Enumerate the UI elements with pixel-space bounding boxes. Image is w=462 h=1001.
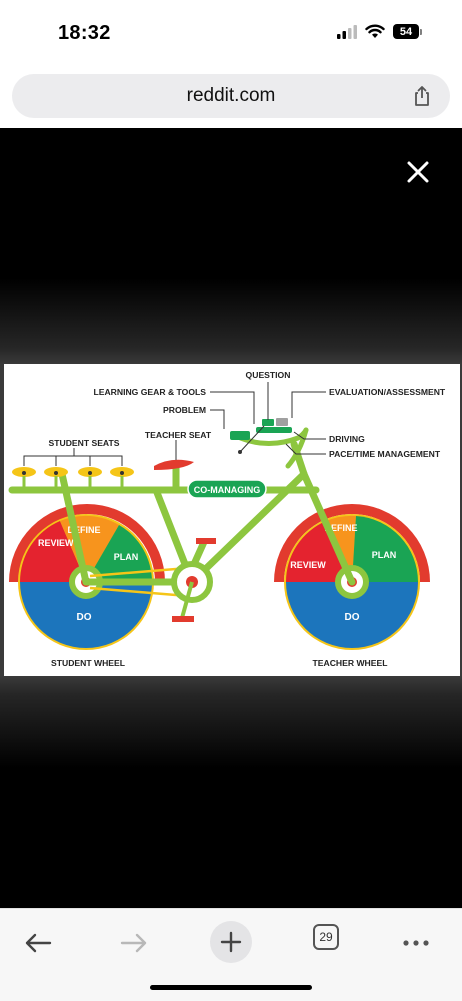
teacher-wheel-label: TEACHER WHEEL (313, 658, 388, 668)
bicycle-diagram: DEFINE REVIEW PLAN DO DEFINE REVIEW PLAN… (4, 364, 460, 676)
student-wheel-label: STUDENT WHEEL (51, 658, 125, 668)
student-review-label: REVIEW (38, 538, 74, 548)
problem-label: PROBLEM (163, 405, 206, 415)
status-time: 18:32 (58, 22, 111, 44)
close-icon[interactable] (402, 156, 434, 188)
more-button[interactable] (396, 923, 436, 963)
battery-level: 54 (393, 24, 419, 39)
teacher-define-label: DEFINE (324, 523, 357, 533)
tabs-icon[interactable]: 29 (313, 924, 339, 950)
forward-button[interactable] (114, 923, 154, 963)
driving-label: DRIVING (329, 434, 365, 444)
learning-gear-label: LEARNING GEAR & TOOLS (93, 387, 206, 397)
share-icon[interactable] (410, 84, 434, 108)
student-do-label: DO (77, 612, 92, 623)
url-text: reddit.com (186, 85, 276, 106)
status-bar: 18:32 54 (0, 0, 462, 64)
status-icons: 54 (337, 24, 422, 39)
evaluation-label: EVALUATION/ASSESSMENT (329, 387, 446, 397)
battery-icon: 54 (393, 24, 422, 39)
teacher-plan-label: PLAN (372, 550, 397, 560)
co-managing-label: CO-MANAGING (194, 485, 261, 495)
teacher-review-label: REVIEW (290, 560, 326, 570)
address-area: reddit.com (0, 64, 462, 128)
signal-icon (337, 24, 357, 39)
back-arrow-icon (25, 933, 52, 953)
image-viewer: DEFINE REVIEW PLAN DO DEFINE REVIEW PLAN… (0, 128, 462, 908)
new-tab-button[interactable] (210, 921, 252, 963)
plus-icon (220, 931, 242, 953)
address-bar[interactable]: reddit.com (12, 74, 450, 118)
teacher-seat (154, 459, 194, 470)
tab-count-label: 29 (319, 930, 333, 944)
home-indicator (150, 985, 312, 990)
forward-arrow-icon (120, 933, 147, 953)
teacher-seat-label: TEACHER SEAT (145, 430, 212, 440)
back-button[interactable] (18, 923, 58, 963)
browser-toolbar: 29 (0, 908, 462, 1001)
student-seats-label: STUDENT SEATS (49, 438, 120, 448)
teacher-do-label: DO (345, 612, 360, 623)
student-define-label: DEFINE (67, 525, 100, 535)
more-icon (403, 940, 429, 946)
wifi-icon (365, 24, 385, 38)
pace-label: PACE/TIME MANAGEMENT (329, 449, 441, 459)
question-label: QUESTION (246, 370, 291, 380)
student-plan-label: PLAN (114, 552, 139, 562)
